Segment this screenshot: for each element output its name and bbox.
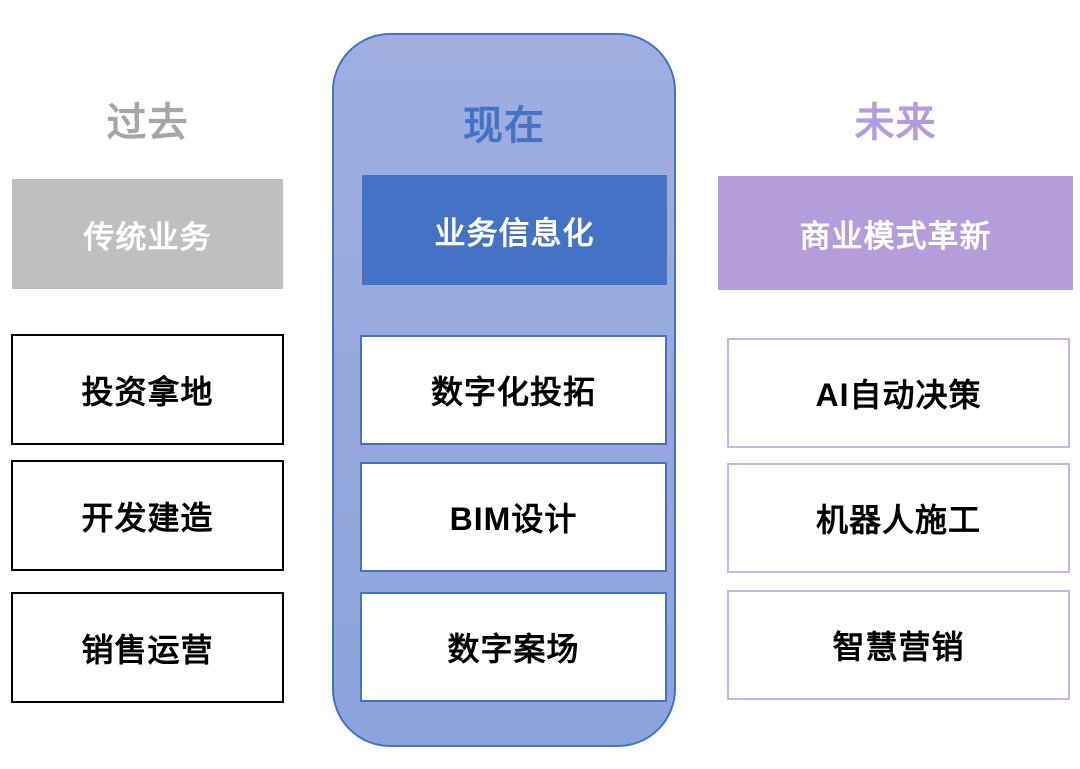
header-box-present: 业务信息化	[362, 175, 667, 285]
item-box-present-3: 数字案场	[360, 592, 667, 702]
column-title-future: 未来	[854, 101, 937, 145]
item-box-future-1: AI自动决策	[727, 338, 1070, 448]
item-box-present-2: BIM设计	[360, 462, 667, 572]
column-title-past: 过去	[106, 101, 189, 145]
item-box-future-2: 机器人施工	[727, 463, 1070, 573]
item-box-past-3: 销售运营	[11, 592, 284, 703]
header-box-future: 商业模式革新	[718, 176, 1073, 290]
item-box-future-3: 智慧营销	[727, 590, 1070, 700]
header-box-past: 传统业务	[12, 179, 283, 289]
column-title-present: 现在	[463, 104, 545, 148]
item-box-past-1: 投资拿地	[11, 334, 284, 445]
item-box-present-1: 数字化投拓	[360, 335, 667, 445]
item-box-past-2: 开发建造	[11, 460, 284, 571]
